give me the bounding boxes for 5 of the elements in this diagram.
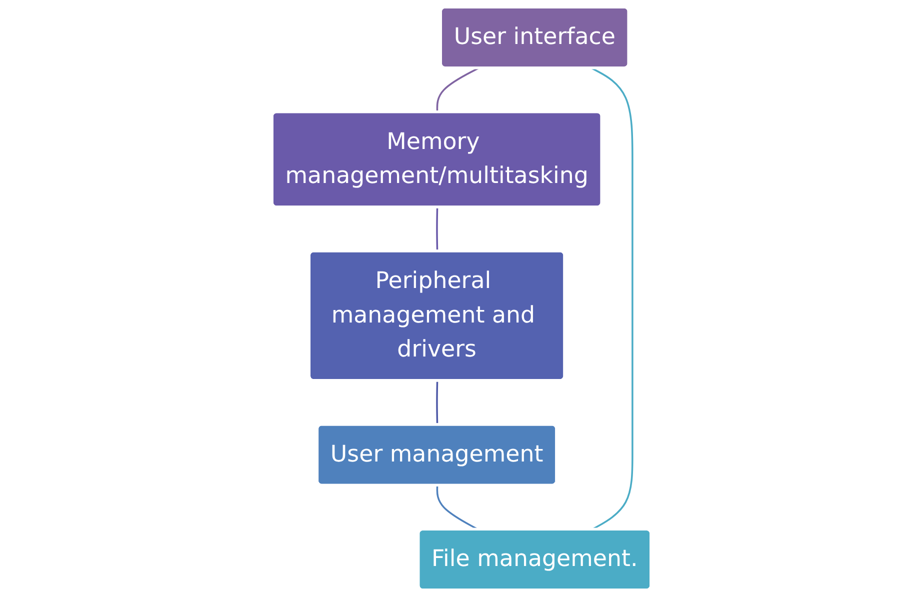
connector	[436, 486, 479, 530]
connector	[591, 67, 634, 530]
connector	[436, 207, 438, 252]
connector	[436, 380, 438, 425]
connector	[436, 67, 479, 112]
